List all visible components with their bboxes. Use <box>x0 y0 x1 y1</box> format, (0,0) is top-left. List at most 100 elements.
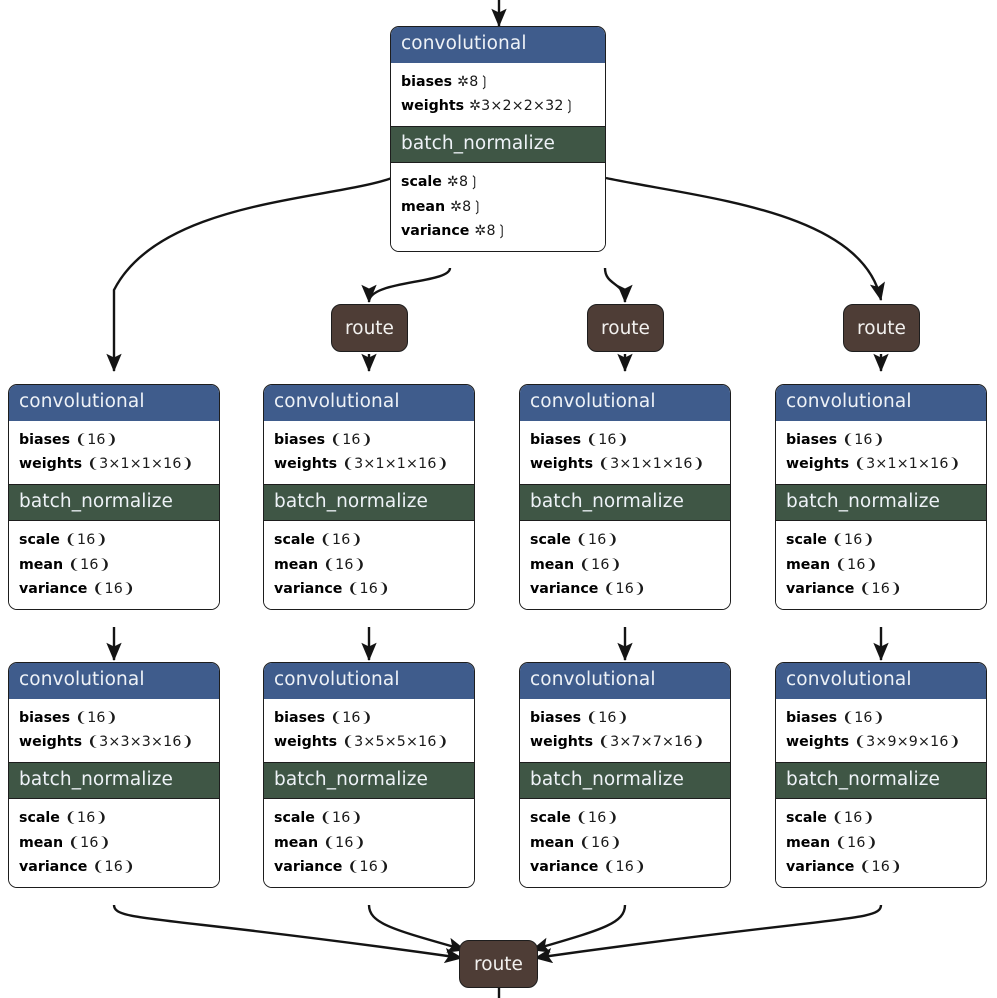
param-name: weights <box>530 455 594 472</box>
param-value: ❨16❩ <box>579 834 622 851</box>
param-name: biases <box>19 431 71 448</box>
node-route-top-2[interactable]: route <box>587 304 664 352</box>
conv-params: biases❨16❩weights❨3×1×1×16❩ <box>9 420 219 484</box>
param-name: scale <box>530 532 571 549</box>
node-top-convolutional[interactable]: convolutional biases✲8❳ weights✲3×2×2×32… <box>390 26 606 253</box>
conv-params: biases❨16❩weights❨3×7×7×16❩ <box>520 698 730 762</box>
param-value: ❨16❩ <box>68 834 111 851</box>
param-name: weights <box>19 733 83 750</box>
param-row: mean❨16❩ <box>274 831 464 855</box>
param-row: scale❨16❩ <box>19 806 209 830</box>
node-route-bottom[interactable]: route <box>459 940 538 988</box>
param-value: ❨16❩ <box>831 810 875 827</box>
param-name: biases <box>786 709 838 726</box>
param-name: biases <box>530 709 582 726</box>
param-name: mean <box>274 556 319 573</box>
batchnorm-params: scale❨16❩mean❨16❩variance❨16❩ <box>9 799 219 888</box>
param-row: variance❨16❩ <box>19 855 209 879</box>
param-row: biases❨16❩ <box>274 428 464 452</box>
param-row: scale❨16❩ <box>786 806 976 830</box>
param-value: ❨3×3×3×16❩ <box>87 733 194 750</box>
param-value: ❨3×1×1×16❩ <box>598 455 705 472</box>
param-row: biases❨16❩ <box>530 706 720 730</box>
node-route-top-3[interactable]: route <box>843 304 920 352</box>
param-name: weights <box>786 455 850 472</box>
batchnorm-params: scale❨16❩mean❨16❩variance❨16❩ <box>264 799 474 888</box>
param-value: ❨3×1×1×16❩ <box>854 455 961 472</box>
param-row: variance❨16❩ <box>274 577 464 601</box>
param-row: variance❨16❩ <box>274 855 464 879</box>
edge-col3-to-route-bottom <box>531 904 627 953</box>
param-name: biases <box>19 709 71 726</box>
conv-params: biases❨16❩weights❨3×1×1×16❩ <box>520 420 730 484</box>
param-row: variance❨16❩ <box>530 855 720 879</box>
param-value: ❨16❩ <box>319 810 363 827</box>
param-row: variance✲8❳ <box>401 219 595 243</box>
param-value: ❨16❩ <box>575 810 619 827</box>
param-name: scale <box>19 810 60 827</box>
route-label: route <box>474 953 523 975</box>
param-row: variance❨16❩ <box>786 577 976 601</box>
param-name: scale <box>786 532 827 549</box>
param-row: weights❨3×5×5×16❩ <box>274 730 464 754</box>
param-row: variance❨16❩ <box>530 577 720 601</box>
param-row: mean❨16❩ <box>530 831 720 855</box>
batchnorm-header-label: batch_normalize <box>520 483 730 522</box>
conv-header-label: convolutional <box>9 385 219 421</box>
param-value: ❨16❩ <box>603 580 647 597</box>
param-name: variance <box>530 858 599 875</box>
conv-header-label: convolutional <box>9 663 219 699</box>
batchnorm-header-label: batch_normalize <box>264 483 474 522</box>
param-value: ❨16❩ <box>330 431 373 448</box>
param-row: scale❨16❩ <box>530 806 720 830</box>
param-value: ❨16❩ <box>842 431 885 448</box>
conv-params: biases❨16❩weights❨3×5×5×16❩ <box>264 698 474 762</box>
batchnorm-params: scale❨16❩mean❨16❩variance❨16❩ <box>776 799 986 888</box>
batchnorm-header-label: batch_normalize <box>9 761 219 800</box>
node-route-top-1[interactable]: route <box>331 304 408 352</box>
param-value: ✲8❳ <box>474 222 508 239</box>
param-value: ✲3×2×2×32❳ <box>469 97 576 114</box>
batchnorm-params: scale❨16❩mean❨16❩variance❨16❩ <box>520 799 730 888</box>
param-row: mean❨16❩ <box>786 831 976 855</box>
route-label: route <box>857 317 906 339</box>
conv-header-label: convolutional <box>776 663 986 699</box>
param-row: mean❨16❩ <box>530 553 720 577</box>
param-name: mean <box>19 834 64 851</box>
param-row: scale❨16❩ <box>786 528 976 552</box>
param-row: variance❨16❩ <box>19 577 209 601</box>
param-name: weights <box>274 733 338 750</box>
node-convolutional-col-1-row2[interactable]: convolutional biases ❨16❩ weights❨3×3×3×16❩… <box>8 662 220 889</box>
param-row: weights❨3×1×1×16❩ <box>786 452 976 476</box>
param-row: mean❨16❩ <box>274 553 464 577</box>
param-name: variance <box>530 580 599 597</box>
param-value: ❨16❩ <box>859 858 903 875</box>
param-row: mean❨16❩ <box>19 553 209 577</box>
route-label: route <box>601 317 650 339</box>
param-row: scale❨16❩ <box>274 806 464 830</box>
param-name: variance <box>274 580 343 597</box>
param-row: scale❨16❩ <box>274 528 464 552</box>
param-value: ❨3×5×5×16❩ <box>342 733 449 750</box>
param-value: ❨16❩ <box>586 709 629 726</box>
param-row: biases❨16❩ <box>19 428 209 452</box>
param-name: weights <box>401 97 465 114</box>
param-name: biases <box>530 431 582 448</box>
conv-params: biases❨16❩weights❨3×1×1×16❩ <box>776 420 986 484</box>
param-name: scale <box>274 810 315 827</box>
param-row: mean❨16❩ <box>19 831 209 855</box>
param-value: ❨3×1×1×16❩ <box>87 455 194 472</box>
param-name: biases <box>274 709 326 726</box>
conv-header-label: convolutional <box>391 27 605 63</box>
param-value: ❨3×1×1×16❩ <box>342 455 449 472</box>
param-row: weights❨3×7×7×16❩ <box>530 730 720 754</box>
param-value: ❨16❩ <box>68 556 111 573</box>
param-value: ❨3×7×7×16❩ <box>598 733 705 750</box>
